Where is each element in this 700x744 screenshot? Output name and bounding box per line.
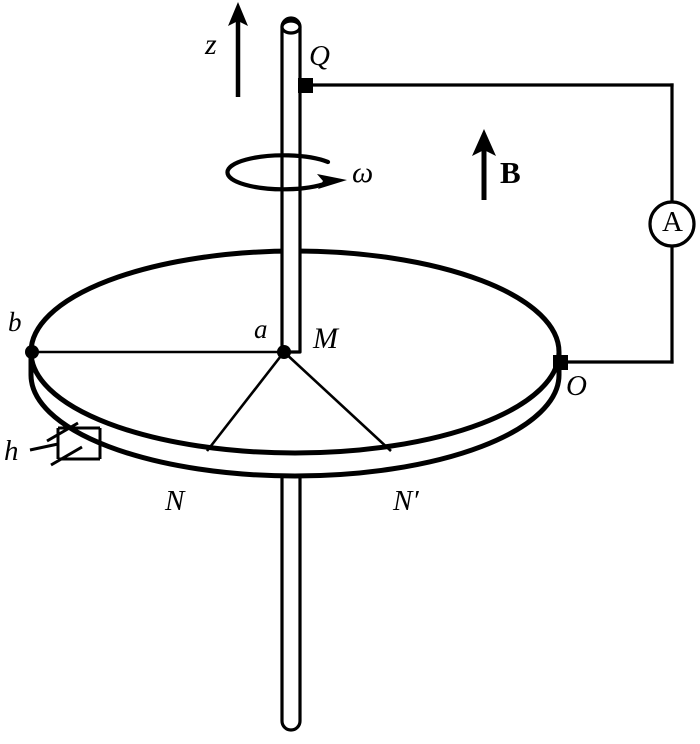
caliper-bottom-tick	[50, 445, 83, 467]
conducting-disk	[28, 248, 562, 479]
label-thickness-h: h	[4, 435, 19, 467]
label-omega: ω	[352, 156, 374, 189]
radius-to-n	[205, 351, 286, 452]
rotation-shaft-lower	[280, 428, 302, 732]
ammeter-circle	[648, 200, 696, 248]
center-contact-dot-m	[277, 345, 291, 359]
rotation-direction-arrow	[225, 153, 347, 192]
z-axis-arrow	[228, 2, 248, 97]
thickness-indicator-h	[29, 421, 102, 467]
caliper-top-tick	[46, 421, 79, 443]
label-z: z	[205, 28, 217, 61]
caliper-leader-line	[29, 442, 59, 452]
label-ammeter: A	[662, 206, 683, 238]
label-node-n-prime: N′	[393, 485, 419, 517]
label-contact-q: Q	[309, 40, 330, 72]
contact-square-q	[298, 78, 313, 93]
label-magnetic-field: B	[500, 155, 521, 190]
disk-side-fill	[31, 352, 559, 476]
rotation-arrowhead	[317, 174, 347, 189]
disk-radii	[34, 350, 392, 452]
label-rim-b: b	[8, 307, 22, 337]
shaft-lower-body	[280, 428, 302, 732]
external-circuit-wire	[303, 83, 674, 364]
label-contact-o: O	[566, 370, 587, 402]
rotation-shaft-upper	[280, 16, 302, 354]
label-node-n: N	[165, 485, 185, 517]
shaft-top-cap	[280, 19, 302, 35]
radius-to-n-prime	[283, 351, 392, 452]
label-radius-a: a	[254, 314, 268, 344]
magnetic-field-arrow	[472, 129, 496, 200]
z-axis-arrowhead	[228, 2, 248, 26]
rim-contact-dot-b	[25, 345, 39, 359]
b-field-arrowhead	[472, 129, 496, 156]
shaft-upper-body	[280, 16, 302, 354]
disk-bottom-rim-front	[28, 374, 562, 479]
label-center-m: M	[313, 322, 338, 355]
rotation-arc	[225, 153, 331, 192]
contact-square-o	[553, 355, 568, 370]
